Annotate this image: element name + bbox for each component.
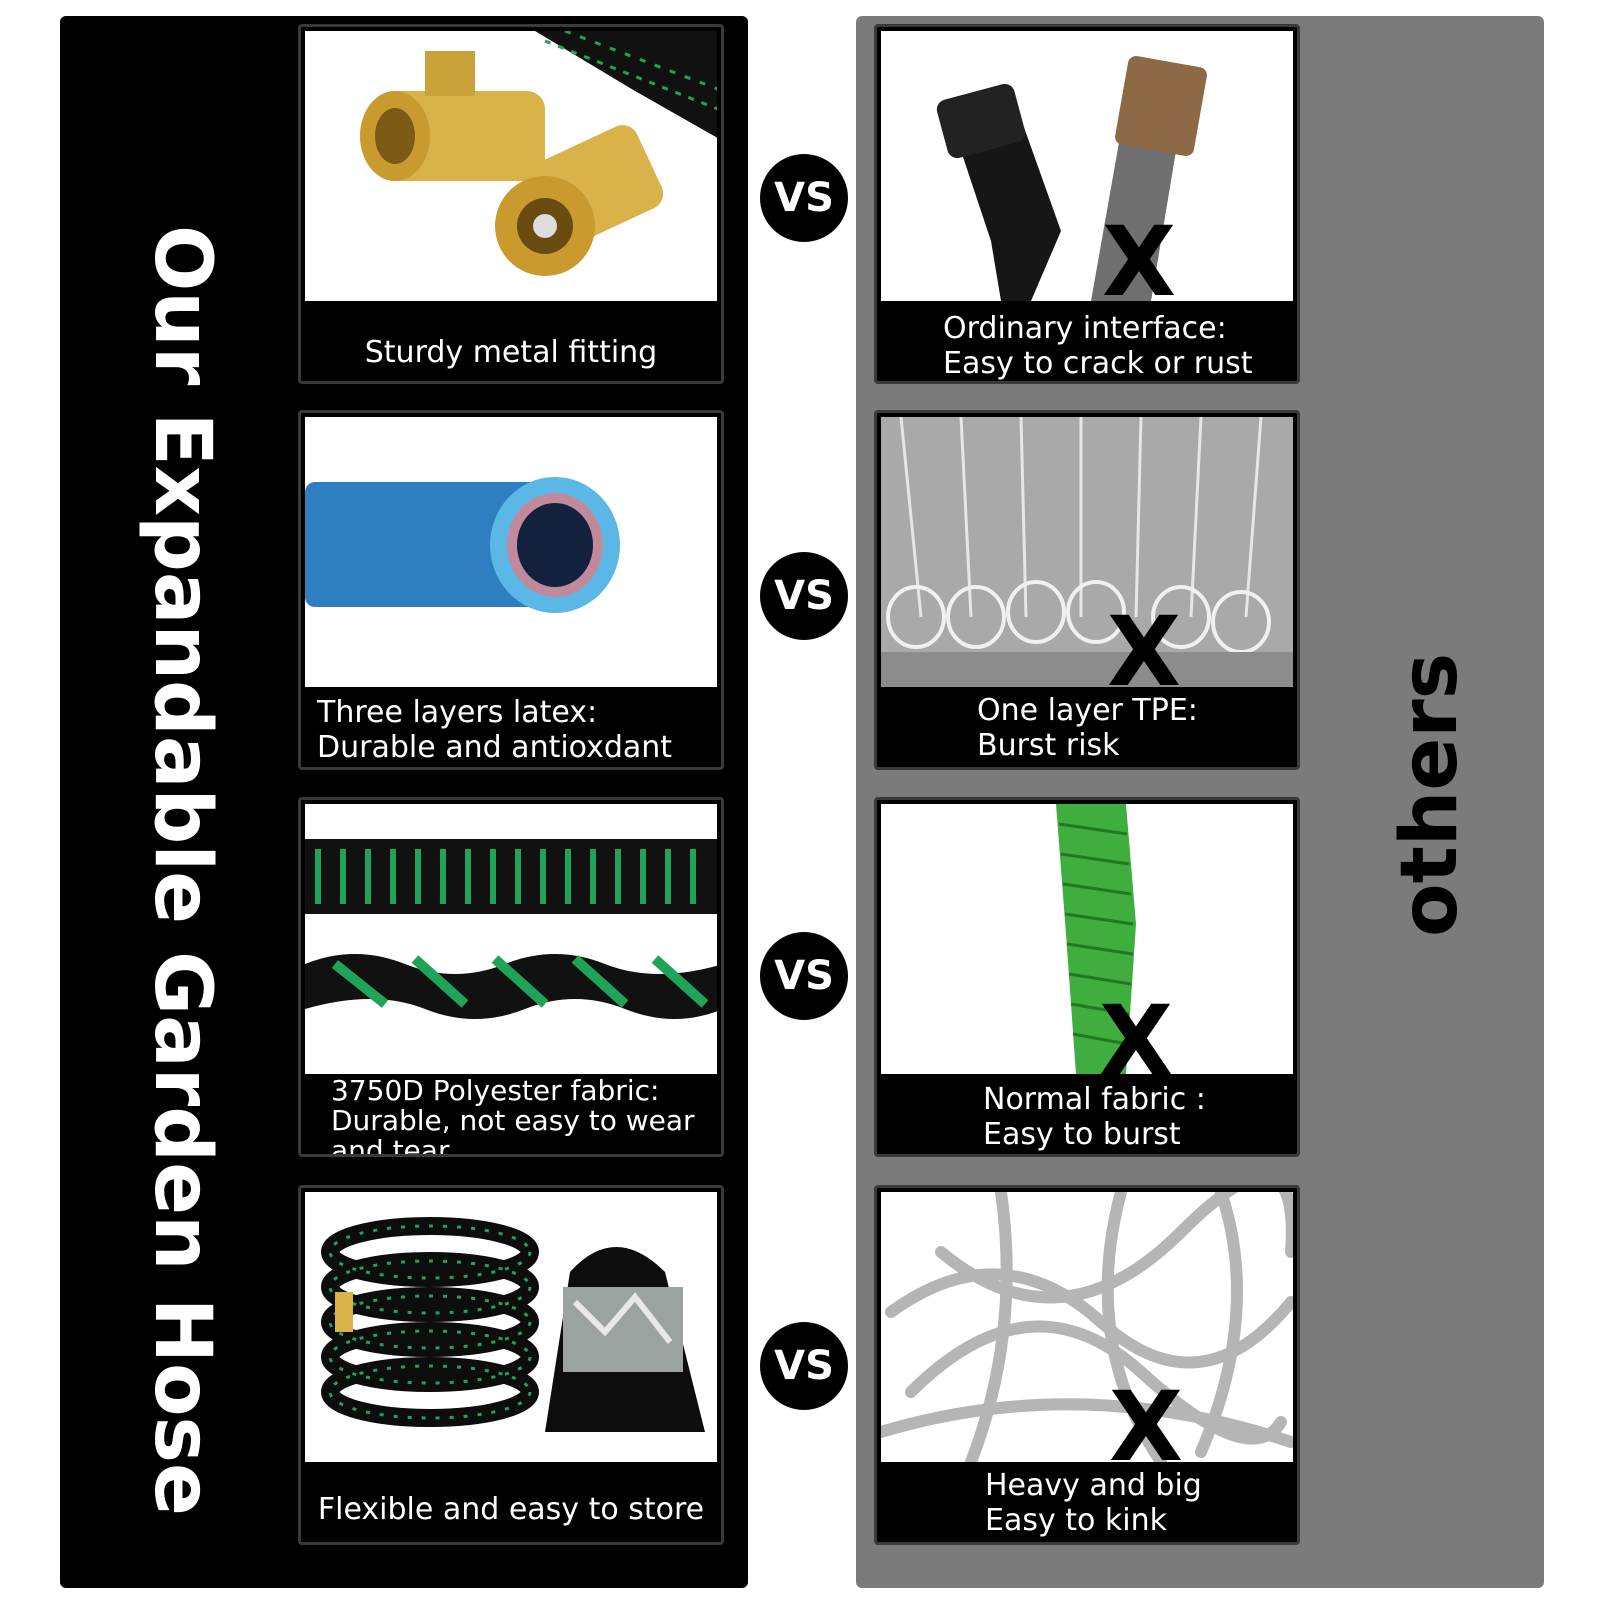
ours-caption-4: Flexible and easy to store <box>317 1492 705 1527</box>
our-hose-title: Our Expandable Garden Hose <box>137 225 227 1516</box>
ours-caption-2: Three layers latex: Durable and antioxda… <box>317 695 673 765</box>
others-card-tpe: X One layer TPE: Burst risk <box>874 410 1300 770</box>
brass-fitting-image <box>305 31 717 301</box>
others-title: others <box>1385 652 1475 937</box>
coiled-hose-bag-image <box>305 1192 717 1462</box>
others-caption-4: Heavy and big Easy to kink <box>985 1468 1202 1538</box>
others-caption-3: Normal fabric : Easy to burst <box>983 1082 1206 1152</box>
others-card-fabric: X Normal fabric : Easy to burst <box>874 797 1300 1157</box>
ours-card-storage: Flexible and easy to store <box>298 1185 724 1545</box>
ours-caption-1: Sturdy metal fitting <box>364 335 658 370</box>
plastic-interface-image <box>881 31 1293 301</box>
tangled-hose-image <box>881 1192 1293 1462</box>
vs-badge-4: VS <box>760 1322 848 1410</box>
others-card-interface: X Ordinary interface: Easy to crack or r… <box>874 24 1300 384</box>
x-mark-2: X <box>1107 596 1182 708</box>
x-mark-4: X <box>1109 1371 1184 1483</box>
polyester-fabric-image <box>305 804 717 1074</box>
x-mark-3: X <box>1099 985 1174 1097</box>
ours-card-fabric: 3750D Polyester fabric: Durable, not eas… <box>298 797 724 1157</box>
latex-tube-image <box>305 417 717 687</box>
vs-badge-3: VS <box>760 932 848 1020</box>
vs-badge-2: VS <box>760 552 848 640</box>
ours-card-latex: Three layers latex: Durable and antioxda… <box>298 410 724 770</box>
others-caption-1: Ordinary interface: Easy to crack or rus… <box>943 311 1253 381</box>
vs-badge-1: VS <box>760 154 848 242</box>
x-mark-1: X <box>1102 206 1177 318</box>
ours-card-fitting: Sturdy metal fitting <box>298 24 724 384</box>
others-caption-2: One layer TPE: Burst risk <box>977 693 1198 763</box>
ours-caption-3: 3750D Polyester fabric: Durable, not eas… <box>331 1074 695 1157</box>
normal-fabric-image <box>881 804 1293 1074</box>
others-card-heavy: X Heavy and big Easy to kink <box>874 1185 1300 1545</box>
tpe-tubes-image <box>881 417 1293 687</box>
